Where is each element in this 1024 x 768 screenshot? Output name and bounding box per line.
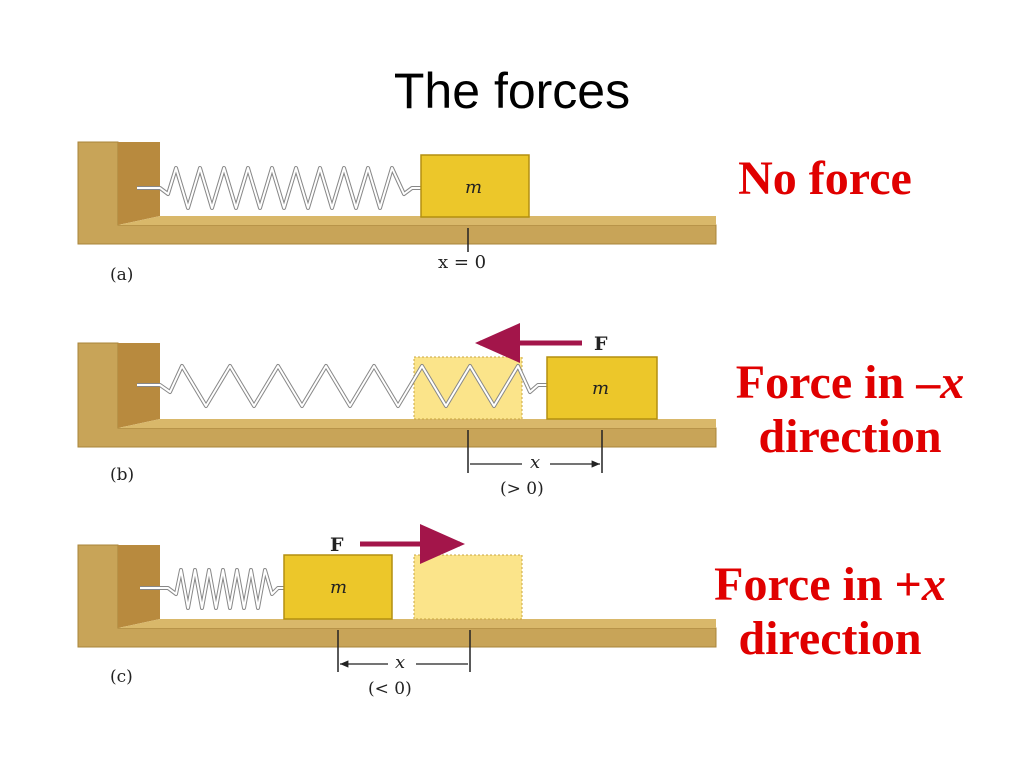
block-label: m: [592, 378, 609, 399]
caption-line: No force: [738, 152, 912, 205]
position-label: x = 0: [438, 252, 486, 273]
displacement-symbol: x: [395, 652, 405, 673]
displacement-sign: (> 0): [500, 479, 544, 499]
block-label: m: [465, 177, 482, 198]
displacement-sign: (< 0): [368, 679, 412, 699]
caption-line-1: Force in +x: [714, 558, 946, 611]
block-label: m: [330, 577, 347, 598]
caption-variable: x: [921, 558, 946, 611]
caption-no-force: No force: [700, 152, 950, 206]
caption-line-2: direction: [758, 409, 942, 463]
caption-force-positive-x: Force in +x direction: [660, 558, 1000, 666]
spring: [137, 166, 422, 210]
force-label: F: [330, 534, 344, 556]
slide-title: The forces: [393, 63, 631, 119]
panel-b: m F x (> 0) (b): [77, 323, 717, 499]
mass-block: [420, 154, 530, 218]
displacement-symbol: x: [530, 452, 540, 473]
wall-ground: [77, 141, 717, 245]
panel-c: m F x (< 0) (c): [77, 524, 717, 699]
caption-variable: x: [940, 356, 965, 409]
ghost-block: [413, 554, 523, 620]
panel-a: m x = 0 (a): [77, 141, 717, 285]
wall-ground: [77, 544, 717, 648]
panel-tag-b: (b): [110, 465, 134, 485]
mass-block: [283, 554, 393, 620]
panel-tag-c: (c): [110, 667, 133, 687]
wall-ground: [77, 342, 717, 448]
mass-block: [546, 356, 658, 420]
caption-line-1: Force in –x: [735, 356, 965, 409]
force-label: F: [594, 333, 608, 355]
panel-tag-a: (a): [110, 265, 133, 285]
caption-force-negative-x: Force in –x direction: [690, 356, 1010, 464]
caption-line-2: direction: [738, 611, 922, 665]
